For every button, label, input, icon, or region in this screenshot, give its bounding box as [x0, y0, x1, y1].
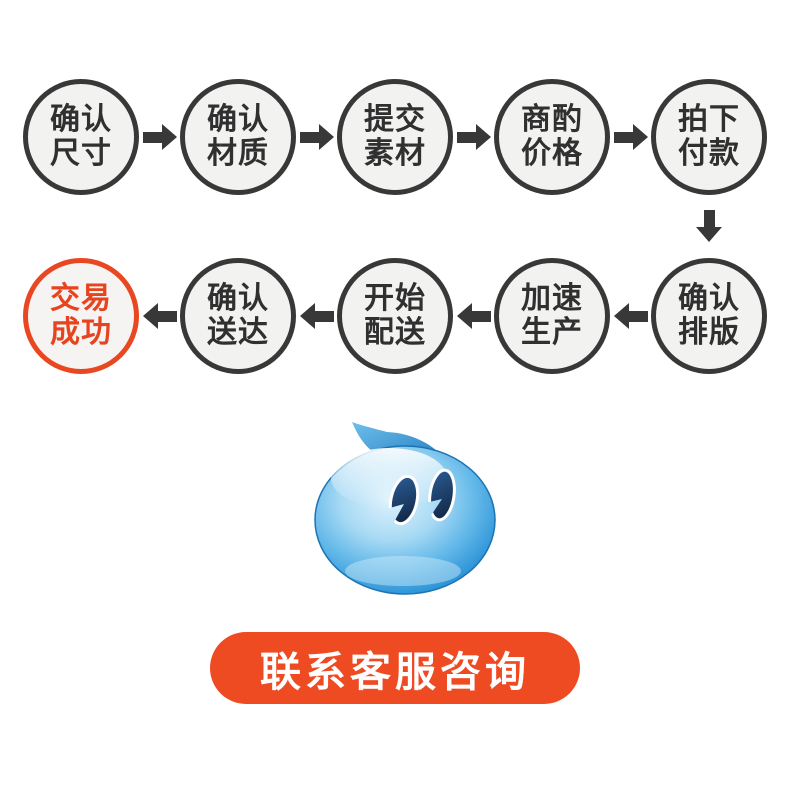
arrow-right-icon	[142, 124, 177, 150]
arrow-right-icon	[299, 124, 334, 150]
flow-step-confirm-material: 确认 材质	[180, 79, 296, 195]
wangwang-mascot-icon	[313, 420, 497, 595]
arrow-down-icon	[696, 210, 722, 242]
flow-step-start-delivery: 开始 配送	[337, 258, 453, 374]
arrow-left-icon	[613, 303, 648, 329]
flow-step-label: 确认 送达	[207, 282, 269, 349]
flow-step-label: 加速 生产	[521, 282, 583, 349]
flow-row-1: 确认 尺寸 确认 材质 提交 素材	[0, 79, 790, 195]
flow-step-submit-artwork: 提交 素材	[337, 79, 453, 195]
flow-step-label: 确认 排版	[678, 282, 740, 349]
flow-step-confirm-size: 确认 尺寸	[23, 79, 139, 195]
flow-step-speed-up-production: 加速 生产	[494, 258, 610, 374]
flow-step-label: 开始 配送	[364, 282, 426, 349]
arrow-left-icon	[299, 303, 334, 329]
flow-row-2: 交易 成功 确认 送达 开始 配送	[0, 258, 790, 374]
contact-service-button[interactable]: 联系客服咨询	[210, 632, 580, 704]
flow-step-negotiate-price: 商酌 价格	[494, 79, 610, 195]
flow-step-label: 交易 成功	[50, 282, 112, 349]
flow-step-label: 确认 材质	[207, 103, 269, 170]
arrow-right-icon	[613, 124, 648, 150]
flow-step-deal-success: 交易 成功	[23, 258, 139, 374]
flow-step-label: 确认 尺寸	[50, 103, 112, 170]
arrow-left-icon	[456, 303, 491, 329]
flow-step-label: 提交 素材	[364, 103, 426, 170]
flow-step-confirm-receipt: 确认 送达	[180, 258, 296, 374]
flow-step-confirm-layout: 确认 排版	[651, 258, 767, 374]
flow-step-label: 商酌 价格	[521, 103, 583, 170]
arrow-left-icon	[142, 303, 177, 329]
flow-step-place-order-pay: 拍下 付款	[651, 79, 767, 195]
arrow-right-icon	[456, 124, 491, 150]
flow-step-label: 拍下 付款	[678, 103, 740, 170]
purchase-flow-diagram: 确认 尺寸 确认 材质 提交 素材	[0, 0, 790, 374]
